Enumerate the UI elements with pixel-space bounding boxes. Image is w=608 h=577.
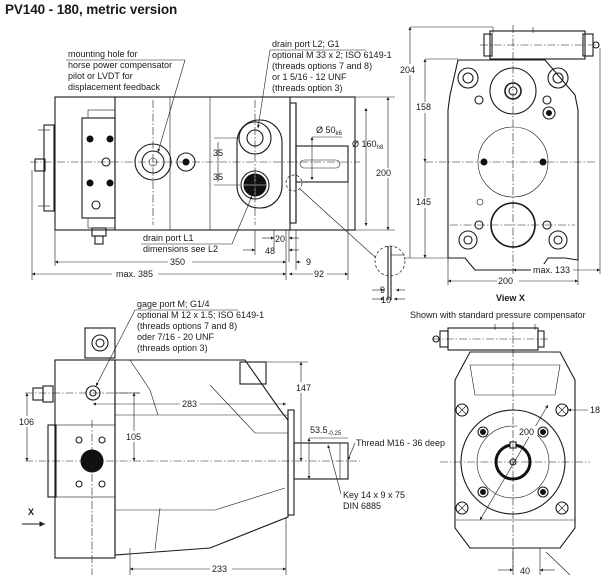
top-view-housing	[54, 96, 356, 231]
drive-shaft	[295, 145, 349, 183]
dim-145: 145	[416, 197, 431, 207]
dim-204: 204	[400, 65, 415, 75]
dim-350: 350	[170, 257, 185, 267]
top-view-dimensions: 35 35 Ø 50k6 Ø 160h8 200 20 48 9 350	[31, 96, 395, 280]
dim-max-385: max. 385	[116, 269, 153, 279]
dim-40: 40	[520, 566, 530, 576]
dim-233: 233	[212, 564, 227, 574]
callout-line: pilot or LVDT for	[68, 71, 133, 81]
dim-9: 9	[306, 257, 311, 267]
callout-line: optional M 12 x 1.5; ISO 6149-1	[137, 310, 264, 320]
callout-line: (threads option 3)	[272, 83, 343, 93]
mounting-hole-icon	[455, 501, 469, 515]
callout-key-line: DIN 6885	[343, 501, 381, 511]
callout-line: gage port M; G1/4	[137, 299, 210, 309]
front-flange	[289, 102, 297, 224]
callout-line: drain port L1	[143, 233, 194, 243]
dim-35-lower: 35	[213, 172, 223, 182]
dim-147: 147	[296, 383, 311, 393]
mounting-hole-icon	[555, 501, 569, 515]
gage-port-block	[84, 327, 116, 359]
shaft-keyway	[299, 159, 341, 169]
detail-marker	[285, 174, 303, 192]
page-title: PV140 - 180, metric version	[5, 2, 178, 17]
view-x-label: View X	[496, 293, 525, 303]
front-view-caption: Shown with standard pressure compensator	[410, 310, 586, 320]
dim-shaft-diameter: Ø 50k6	[316, 125, 343, 137]
dim-200-bolt-circle: 200	[519, 427, 534, 437]
callout-line: oder 7/16 - 20 UNF	[137, 332, 215, 342]
dim-max-133: max. 133	[533, 265, 570, 275]
dim-158: 158	[416, 102, 431, 112]
side-view-shaft	[293, 442, 349, 480]
front-view-body	[454, 351, 576, 549]
dim-105: 105	[126, 432, 141, 442]
dim-92: 92	[314, 269, 324, 279]
callout-line: (threads options 7 and 8)	[272, 61, 372, 71]
callout-line: dimensions see L2	[143, 244, 218, 254]
mounting-hole-icon	[555, 403, 569, 417]
callout-line: (threads option 3)	[137, 343, 208, 353]
detail-dim-9: 9	[380, 285, 385, 295]
side-view	[25, 327, 360, 575]
front-view	[432, 322, 590, 570]
dim-key-length: 53.5-0.25	[310, 425, 342, 437]
front-view-dimensions: 200 18 40	[479, 404, 600, 576]
dim-48: 48	[265, 246, 275, 256]
dim-283: 283	[182, 399, 197, 409]
callout-drain-L1: drain port L1 dimensions see L2	[141, 195, 253, 254]
detail-dim-10: 10	[381, 295, 391, 305]
callout-line: displacement feedback	[68, 82, 161, 92]
dim-106: 106	[19, 417, 34, 427]
callout-mounting-hole: mounting hole for horse power compensato…	[66, 49, 186, 153]
dim-18: 18	[590, 405, 600, 415]
dim-200: 200	[376, 168, 391, 178]
dim-35-upper: 35	[213, 148, 223, 158]
compensator-block	[81, 117, 116, 219]
side-view-main-body	[114, 359, 289, 556]
callout-line: optional M 33 x 2; ISO 6149-1	[272, 50, 392, 60]
view-x	[425, 25, 600, 271]
callout-line: horse power compensator	[68, 60, 172, 70]
dim-20: 20	[275, 234, 285, 244]
callout-line: mounting hole for	[68, 49, 138, 59]
callout-key-line: Key 14 x 9 x 75	[343, 490, 405, 500]
callout-thread: Thread M16 - 36 deep	[356, 438, 445, 448]
callout-drain-L2: drain port L2; G1 optional M 33 x 2; ISO…	[256, 39, 392, 129]
callout-line: (threads options 7 and 8)	[137, 321, 237, 331]
side-view-flange	[287, 409, 295, 516]
callout-gage-port: gage port M; G1/4 optional M 12 x 1.5; I…	[95, 299, 264, 387]
callout-line: drain port L2; G1	[272, 39, 340, 49]
mounting-hole-icon	[455, 403, 469, 417]
detail-view: 9 10	[372, 245, 406, 305]
dim-200-view-x: 200	[498, 276, 513, 286]
view-x-dimensions: 204 158 145 200 max. 133 View X	[398, 26, 601, 303]
view-x-arrow-label: X	[28, 507, 34, 517]
top-view	[30, 96, 377, 259]
callout-line: or 1 5/16 - 12 UNF	[272, 72, 347, 82]
side-view-dimensions: 147 283 106 105 233 53.5-0.25 Thread M16…	[17, 361, 445, 575]
dim-pilot-diameter: Ø 160h8	[352, 139, 384, 151]
